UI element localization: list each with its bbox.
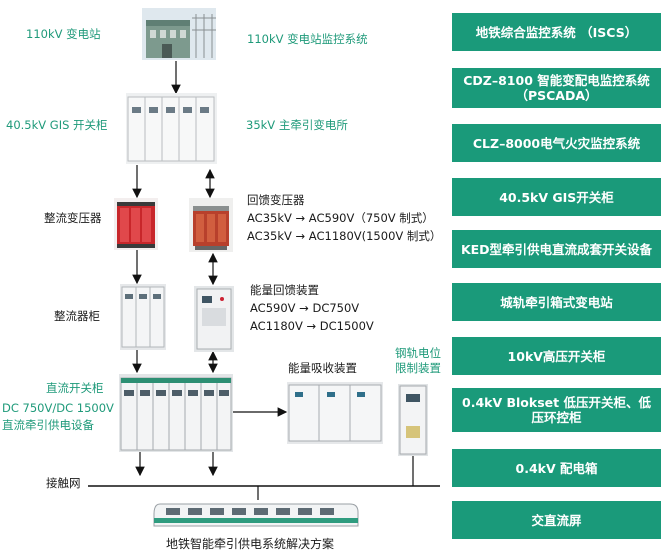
product-button-pscada[interactable]: CDZ–8100 智能变配电监控系统（PSCADA）	[452, 68, 661, 108]
product-button-ac-dc-panel[interactable]: 交直流屏	[452, 501, 661, 539]
product-button-blokset[interactable]: 0.4kV Blokset 低压开关柜、低压环控柜	[452, 388, 661, 432]
rectifier-cabinet-image	[120, 284, 166, 350]
label-energy-absorb: 能量吸收装置	[288, 361, 357, 375]
product-button-iscs[interactable]: 地铁综合监控系统 （ISCS）	[452, 13, 661, 51]
label-catenary: 接触网	[46, 476, 81, 490]
label-energy-feedback: 能量回馈装置	[250, 283, 319, 297]
label-dc-voltage: DC 750V/DC 1500V	[2, 401, 114, 415]
metro-train-image	[150, 500, 360, 530]
label-energy-line2: AC1180V → DC1500V	[250, 319, 374, 333]
product-button-ked-dc[interactable]: KED型牵引供电直流成套开关设备	[452, 230, 661, 268]
diagram-caption: 地铁智能牵引供电系统解决方案	[166, 537, 335, 551]
energy-absorb-device-image	[287, 382, 383, 444]
label-rail-potential-2: 限制装置	[395, 361, 441, 375]
product-button-distribution-box[interactable]: 0.4kV 配电箱	[452, 449, 661, 487]
product-button-gis-switchgear[interactable]: 40.5kV GIS开关柜	[452, 178, 661, 216]
product-button-fire-monitor[interactable]: CLZ–8000电气火灾监控系统	[452, 124, 661, 162]
label-gis-switchgear: 40.5kV GIS 开关柜	[6, 118, 108, 132]
substation-building-image	[142, 8, 216, 60]
energy-feedback-device-image	[194, 286, 234, 352]
label-110kv-monitor: 110kV 变电站监控系统	[247, 32, 368, 46]
label-rail-potential-1: 钢轨电位	[395, 346, 441, 360]
label-dc-switchgear: 直流开关柜	[46, 381, 104, 395]
label-feedback-line1: AC35kV → AC590V（750V 制式）	[247, 211, 434, 225]
label-energy-line1: AC590V → DC750V	[250, 301, 360, 315]
label-35kv-traction: 35kV 主牵引变电所	[246, 118, 348, 132]
label-110kv-substation: 110kV 变电站	[26, 27, 101, 41]
feedback-transformer-image	[189, 198, 233, 252]
label-rectifier-cabinet: 整流器柜	[54, 309, 100, 323]
label-feedback-line2: AC35kV → AC1180V(1500V 制式）	[247, 229, 442, 243]
label-dc-traction-equipment: 直流牵引供电设备	[2, 418, 94, 432]
label-feedback-transformer: 回馈变压器	[247, 193, 305, 207]
rectifier-transformer-image	[114, 198, 158, 250]
gis-switchgear-image	[126, 93, 217, 164]
rail-potential-device-image	[398, 384, 428, 456]
label-rectifier-transformer: 整流变压器	[44, 211, 102, 225]
product-button-10kv-switchgear[interactable]: 10kV高压开关柜	[452, 337, 661, 375]
dc-switchgear-image	[119, 374, 233, 452]
product-button-box-substation[interactable]: 城轨牵引箱式变电站	[452, 283, 661, 321]
